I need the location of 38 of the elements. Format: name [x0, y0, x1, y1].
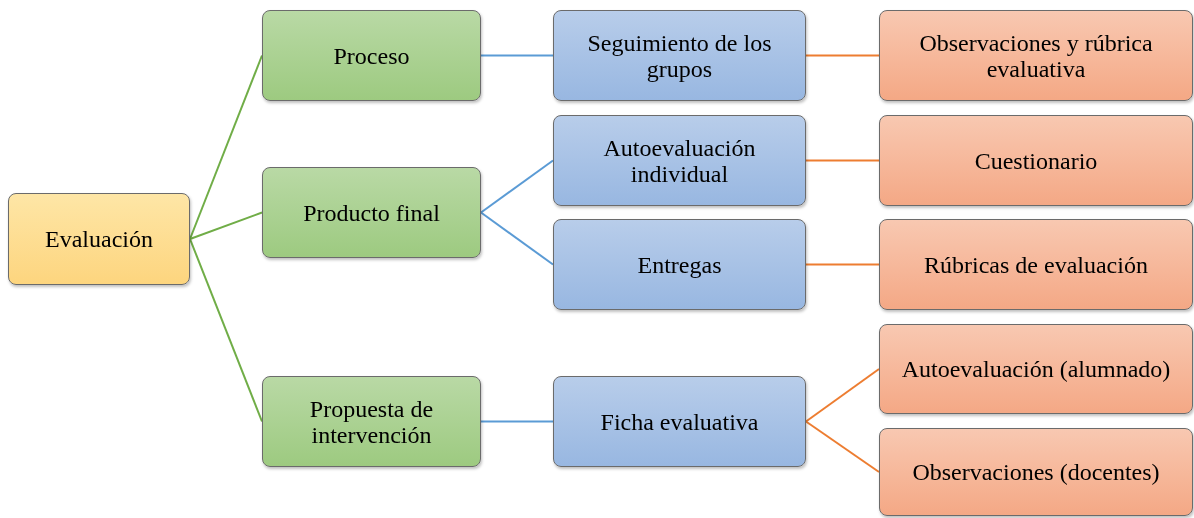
rounded-box — [553, 376, 806, 467]
rounded-box — [553, 10, 806, 101]
connector-line — [805, 54, 880, 57]
connector-line — [480, 159, 554, 214]
rounded-box — [879, 324, 1193, 414]
connector-line — [480, 54, 554, 57]
box-label: Propuesta de intervención — [308, 395, 435, 448]
rounded-box — [8, 193, 190, 285]
rounded-box — [262, 10, 481, 101]
box-label: Entregas — [637, 251, 722, 278]
box-label: Autoevaluación (alumnado) — [901, 356, 1171, 382]
box-label: Rúbricas de evaluación — [924, 251, 1148, 278]
rounded-box — [879, 219, 1193, 310]
rounded-box — [262, 167, 481, 258]
box-label: Observaciones (docentes) — [912, 459, 1160, 485]
box-label: Proceso — [333, 42, 410, 69]
connector-line — [189, 238, 263, 423]
box-label: Seguimiento de los grupos — [586, 29, 773, 82]
connector-line — [480, 420, 554, 423]
connector-line — [480, 211, 554, 266]
rounded-box — [879, 115, 1193, 206]
box-label: Cuestionario — [974, 147, 1098, 174]
rounded-box — [262, 376, 481, 467]
box-label: Ficha evaluativa — [600, 408, 759, 435]
box-label: Evaluación — [45, 226, 153, 252]
rounded-box — [553, 219, 806, 310]
connector-line — [189, 211, 263, 240]
connector-line — [805, 263, 880, 266]
connector-line — [805, 159, 880, 162]
rounded-box — [879, 10, 1193, 101]
rounded-box — [553, 115, 806, 206]
connector-line — [805, 368, 880, 423]
rounded-box — [879, 428, 1193, 516]
box-label: Observaciones y rúbrica evaluativa — [918, 29, 1154, 82]
connector-line — [805, 420, 880, 473]
box-label: Producto final — [303, 199, 440, 226]
box-label: Autoevaluación individual — [602, 134, 757, 187]
connector-line — [189, 54, 263, 240]
